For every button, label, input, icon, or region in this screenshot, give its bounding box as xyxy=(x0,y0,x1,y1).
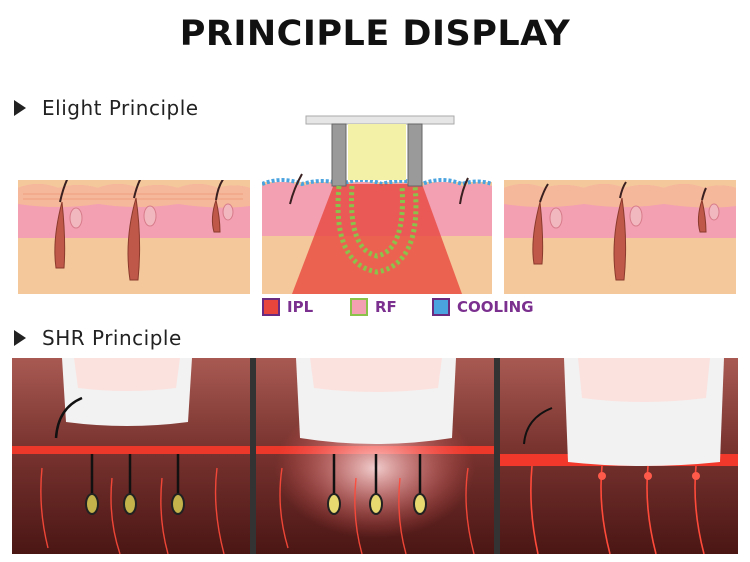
elight-section-label: Elight Principle xyxy=(42,96,199,120)
legend-ipl-label: IPL xyxy=(287,298,314,316)
skin-cross-section-illustration xyxy=(18,180,250,294)
rf-swatch-icon xyxy=(350,298,368,316)
legend-rf-label: RF xyxy=(375,298,397,316)
shr-section-heading: SHR Principle xyxy=(14,326,182,350)
elight-section-heading: Elight Principle xyxy=(14,96,199,120)
ipl-swatch-icon xyxy=(262,298,280,316)
legend-rf: RF xyxy=(350,298,397,316)
cooling-swatch-icon xyxy=(432,298,450,316)
legend-ipl: IPL xyxy=(262,298,313,316)
play-triangle-icon xyxy=(14,330,26,346)
elight-handpiece-illustration xyxy=(262,115,492,294)
play-triangle-icon xyxy=(14,100,26,116)
shr-treatment-illustration xyxy=(12,358,738,555)
legend-cooling: COOLING xyxy=(432,298,534,316)
skin-cross-section-illustration xyxy=(504,180,736,294)
skin-diagram-before xyxy=(18,180,250,294)
shr-photo-strip xyxy=(12,358,738,555)
page-title: PRINCIPLE DISPLAY xyxy=(179,14,571,54)
shr-section-label: SHR Principle xyxy=(42,326,182,350)
legend-cooling-label: COOLING xyxy=(457,298,534,316)
elight-treatment-diagram xyxy=(262,114,492,294)
skin-diagram-after xyxy=(504,180,736,294)
